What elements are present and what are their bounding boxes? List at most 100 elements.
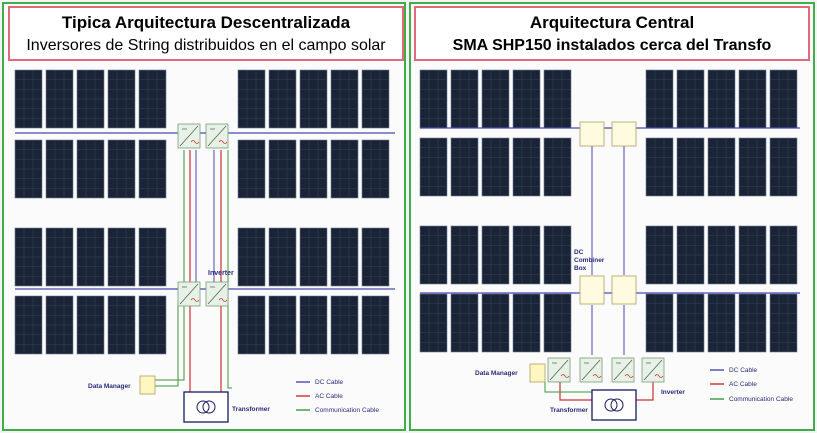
combiner-label-line3: Box: [574, 265, 587, 272]
left-subtitle: Inversores de String distribuidos en el …: [26, 37, 386, 54]
solar-panel: [707, 293, 736, 353]
solar-panel: [645, 137, 674, 197]
solar-panel: [237, 69, 266, 129]
solar-panel: [138, 69, 167, 129]
cables: [15, 127, 800, 401]
solar-panel: [237, 139, 266, 199]
solar-panel: [481, 225, 510, 285]
right-title: Arquitectura Central: [529, 13, 695, 32]
solar-panel: [450, 69, 479, 129]
solar-panel: [419, 225, 448, 285]
left-legend-dc-label: DC Cable: [315, 379, 344, 386]
solar-panel: [76, 295, 105, 355]
solar-panel: [268, 139, 297, 199]
solar-panel: [361, 295, 390, 355]
right-title-box: Arquitectura Central SMA SHP150 instalad…: [414, 6, 810, 61]
left-legend-ac-label: AC Cable: [315, 393, 343, 400]
right-legend-dc-label: DC Cable: [729, 367, 758, 374]
solar-panel: [543, 225, 572, 285]
communication-cable: [155, 300, 179, 387]
solar-panel: [138, 295, 167, 355]
solar-panel: [512, 137, 541, 197]
solar-panel: [107, 69, 136, 129]
solar-panel: [707, 137, 736, 197]
right-legend-ac-label: AC Cable: [729, 381, 757, 388]
solar-panel: [419, 293, 448, 353]
right-inverter-label: Inverter: [661, 389, 685, 396]
dc-combiner-box: [579, 121, 605, 147]
inverter: [205, 281, 229, 307]
solar-panel: [450, 137, 479, 197]
combiner-label-line2: Combiner: [574, 257, 605, 264]
solar-panel: [450, 225, 479, 285]
solar-panel: [769, 69, 798, 129]
solar-panel: [738, 137, 767, 197]
right-subtitle: SMA SHP150 instalados cerca del Transfo: [452, 37, 772, 54]
solar-panel: [481, 293, 510, 353]
right-transformer-label: Transformer: [550, 407, 588, 414]
solar-panel: [450, 293, 479, 353]
solar-panel: [237, 295, 266, 355]
solar-panel: [738, 293, 767, 353]
solar-panel: [299, 295, 328, 355]
solar-panel: [512, 69, 541, 129]
solar-panel: [268, 295, 297, 355]
solar-panel: [299, 227, 328, 287]
solar-panel: [481, 69, 510, 129]
solar-panel: [512, 225, 541, 285]
solar-panel: [76, 69, 105, 129]
solar-panel: [138, 227, 167, 287]
solar-panel: [361, 227, 390, 287]
inverter: [177, 123, 201, 149]
right-data-manager-label: Data Manager: [475, 370, 518, 377]
transformer: [183, 391, 229, 423]
solar-panel: [738, 69, 767, 129]
solar-panel: [543, 69, 572, 129]
inverter: [579, 357, 603, 383]
inverter: [547, 357, 571, 383]
solar-panel: [419, 137, 448, 197]
solar-panel: [107, 295, 136, 355]
solar-panel: [45, 69, 74, 129]
solar-panel: [45, 295, 74, 355]
solar-panel: [543, 137, 572, 197]
inverter: [641, 357, 665, 383]
solar-panel: [107, 139, 136, 199]
solar-panel: [512, 293, 541, 353]
solar-panel: [76, 227, 105, 287]
solar-panel: [14, 227, 43, 287]
inverter: [205, 123, 229, 149]
solar-panel: [268, 227, 297, 287]
inverter: [177, 281, 201, 307]
left-legend-comm-label: Communication Cable: [315, 407, 379, 414]
solar-panel: [330, 227, 359, 287]
solar-panel: [769, 225, 798, 285]
solar-panel: [14, 69, 43, 129]
solar-panel: [138, 139, 167, 199]
solar-panel: [707, 225, 736, 285]
dc-combiner-box: [611, 121, 637, 147]
solar-panel: [361, 69, 390, 129]
transformer: [591, 389, 637, 421]
solar-panel: [645, 225, 674, 285]
right-legend-comm-label: Communication Cable: [729, 396, 793, 403]
dc-combiner-box: [611, 275, 637, 305]
solar-panel: [14, 295, 43, 355]
solar-panel: [330, 139, 359, 199]
communication-cable: [155, 150, 185, 381]
devices: [139, 121, 724, 423]
solar-panel: [299, 69, 328, 129]
solar-panel: [419, 69, 448, 129]
solar-panel: [645, 69, 674, 129]
left-data-manager-label: Data Manager: [88, 383, 131, 390]
solar-panel: [676, 225, 705, 285]
communication-cable: [544, 381, 600, 393]
solar-panel: [330, 295, 359, 355]
solar-panel: [14, 139, 43, 199]
solar-panel: [237, 227, 266, 287]
solar-panel: [769, 137, 798, 197]
communication-cable: [227, 150, 232, 389]
left-inverter-label: Inverter: [208, 270, 234, 277]
